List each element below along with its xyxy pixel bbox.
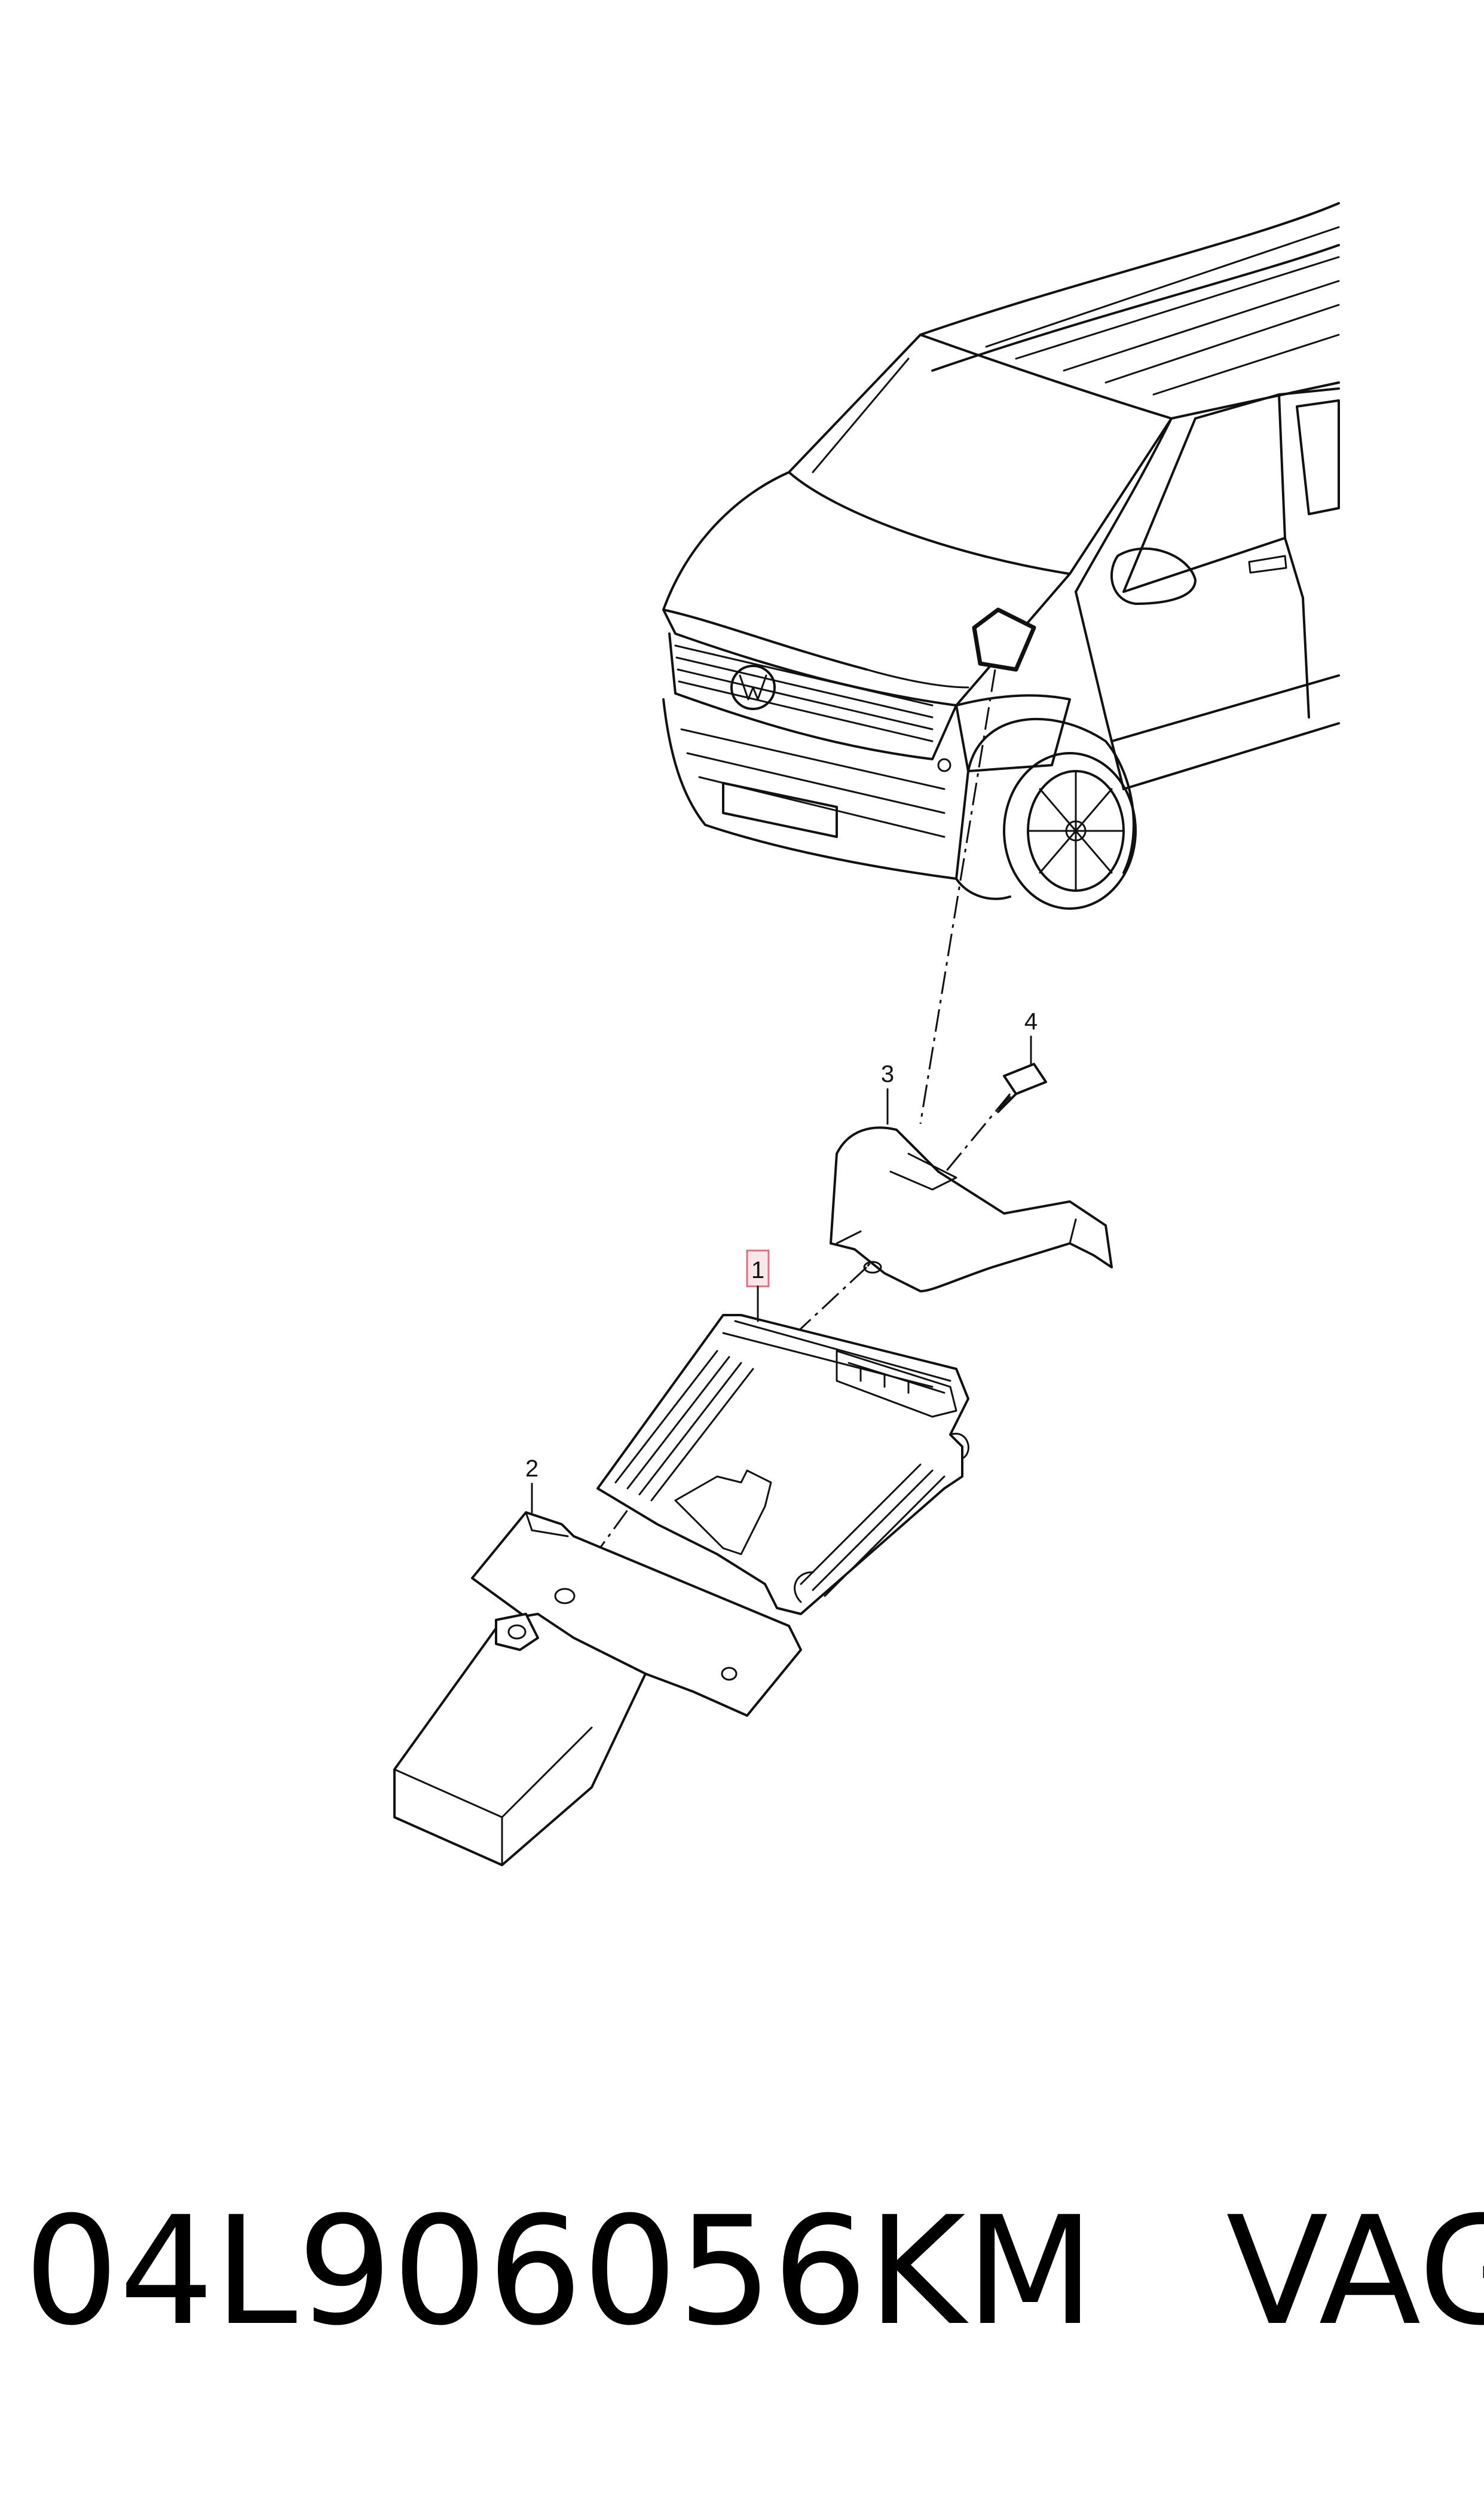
- part-number-footer: 04L906056KM VAG: [24, 2176, 1484, 2367]
- callout-4[interactable]: 4: [1024, 1008, 1038, 1065]
- part-4-bolt: [997, 1063, 1047, 1113]
- callout-2[interactable]: 2: [525, 1456, 538, 1514]
- part-2-bracket: [393, 1511, 802, 1866]
- svg-text:3: 3: [881, 1061, 894, 1087]
- exploded-parts-diagram: 1 2 3 4: [393, 202, 1340, 1866]
- part-number: 04L906056KM: [24, 2184, 1095, 2358]
- svg-text:4: 4: [1024, 1008, 1038, 1035]
- callout-1[interactable]: 1: [746, 1249, 770, 1322]
- van-illustration: [662, 202, 1340, 910]
- part-3-bracket: [830, 1126, 1113, 1292]
- svg-text:2: 2: [525, 1456, 538, 1482]
- callout-3[interactable]: 3: [881, 1061, 894, 1125]
- part-1-control-unit: [596, 1314, 969, 1615]
- svg-text:1: 1: [751, 1257, 764, 1283]
- brand-name: VAG: [1226, 2184, 1484, 2358]
- location-marker: [972, 607, 1036, 672]
